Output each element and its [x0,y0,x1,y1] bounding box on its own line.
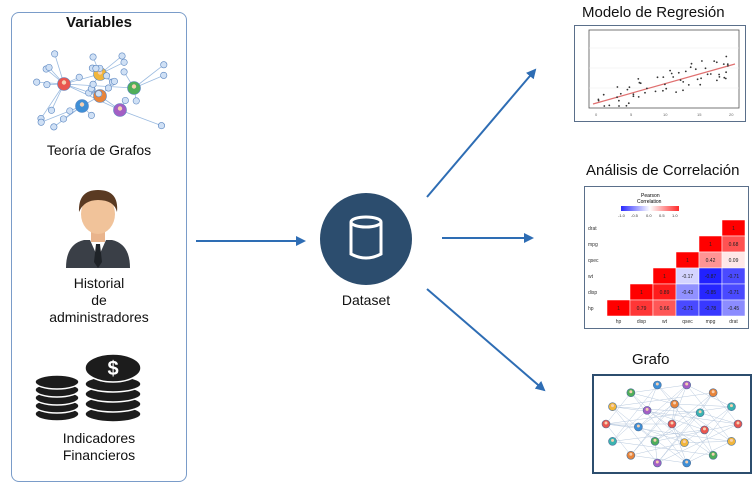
heatmap-col-label: disp [637,319,646,325]
svg-text:-0.5: -0.5 [631,213,639,218]
legend-color-bar [621,206,679,211]
svg-text:10: 10 [663,112,668,117]
svg-text:0.5: 0.5 [659,213,665,218]
heatmap-value: 1 [686,258,689,264]
heatmap-value: 1 [709,242,712,248]
correlation-title: Análisis de Correlación [586,162,739,179]
heatmap-row-label: hp [588,306,594,312]
heatmap-value: -0.85 [705,290,717,296]
heatmap-row-label: mpg [588,242,598,248]
arrow-dataset-to-graph [427,289,544,390]
heatmap-value: 1 [617,306,620,312]
database-icon [319,192,413,286]
heatmap-value: -0.43 [682,290,694,296]
heatmap-row-label: wt [588,274,594,280]
arrow-dataset-to-regression [427,70,535,197]
heatmap-col-label: wt [662,319,668,325]
heatmap-value: 0.66 [660,306,670,312]
heatmap-value: 1 [640,290,643,296]
heatmap-value: 0.79 [637,306,647,312]
heatmap-row-label: disp [588,290,597,296]
svg-text:-1.0: -1.0 [618,213,626,218]
heatmap-value: 0.42 [706,258,716,264]
heatmap-value: -0.45 [728,306,740,312]
graph-title: Grafo [632,351,670,368]
svg-text:20: 20 [729,112,734,117]
heatmap-value: 0.68 [729,242,739,248]
heatmap-col-label: mpg [706,319,716,325]
network-graph-frame [592,374,752,474]
scatter-regression-plot: 0 5 10 15 20 [575,26,745,121]
heatmap-value: -0.71 [728,290,740,296]
heatmap-value: -0.87 [705,274,717,280]
correlation-heatmap: Pearson Correlation -1.0 -0.5 0.0 0.5 1.… [585,187,748,328]
heatmap-col-label: hp [616,319,622,325]
correlation-heatmap-frame: Pearson Correlation -1.0 -0.5 0.0 0.5 1.… [584,186,749,329]
regression-plot-frame: 0 5 10 15 20 [574,25,746,122]
svg-text:0.0: 0.0 [646,213,652,218]
svg-text:0: 0 [595,112,598,117]
heatmap-value: -0.78 [705,306,717,312]
heatmap-value: -0.71 [682,306,694,312]
network-graph [594,376,750,472]
heatmap-value: 0.89 [660,290,670,296]
regression-title: Modelo de Regresión [582,4,725,21]
heatmap-col-label: drat [729,319,738,325]
heatmap-value: 1 [732,226,735,232]
dataset-label: Dataset [326,292,406,308]
heatmap-value: 0.09 [729,258,739,264]
heatmap-value: -0.17 [682,274,694,280]
heatmap-col-label: qsec [682,319,693,325]
legend-title-2: Correlation [637,199,662,205]
heatmap-row-label: qsec [588,258,599,264]
heatmap-value: -0.71 [728,274,740,280]
svg-text:15: 15 [697,112,702,117]
heatmap-row-label: drat [588,226,597,232]
svg-text:5: 5 [630,112,633,117]
svg-text:1.0: 1.0 [672,213,678,218]
heatmap-value: 1 [663,274,666,280]
